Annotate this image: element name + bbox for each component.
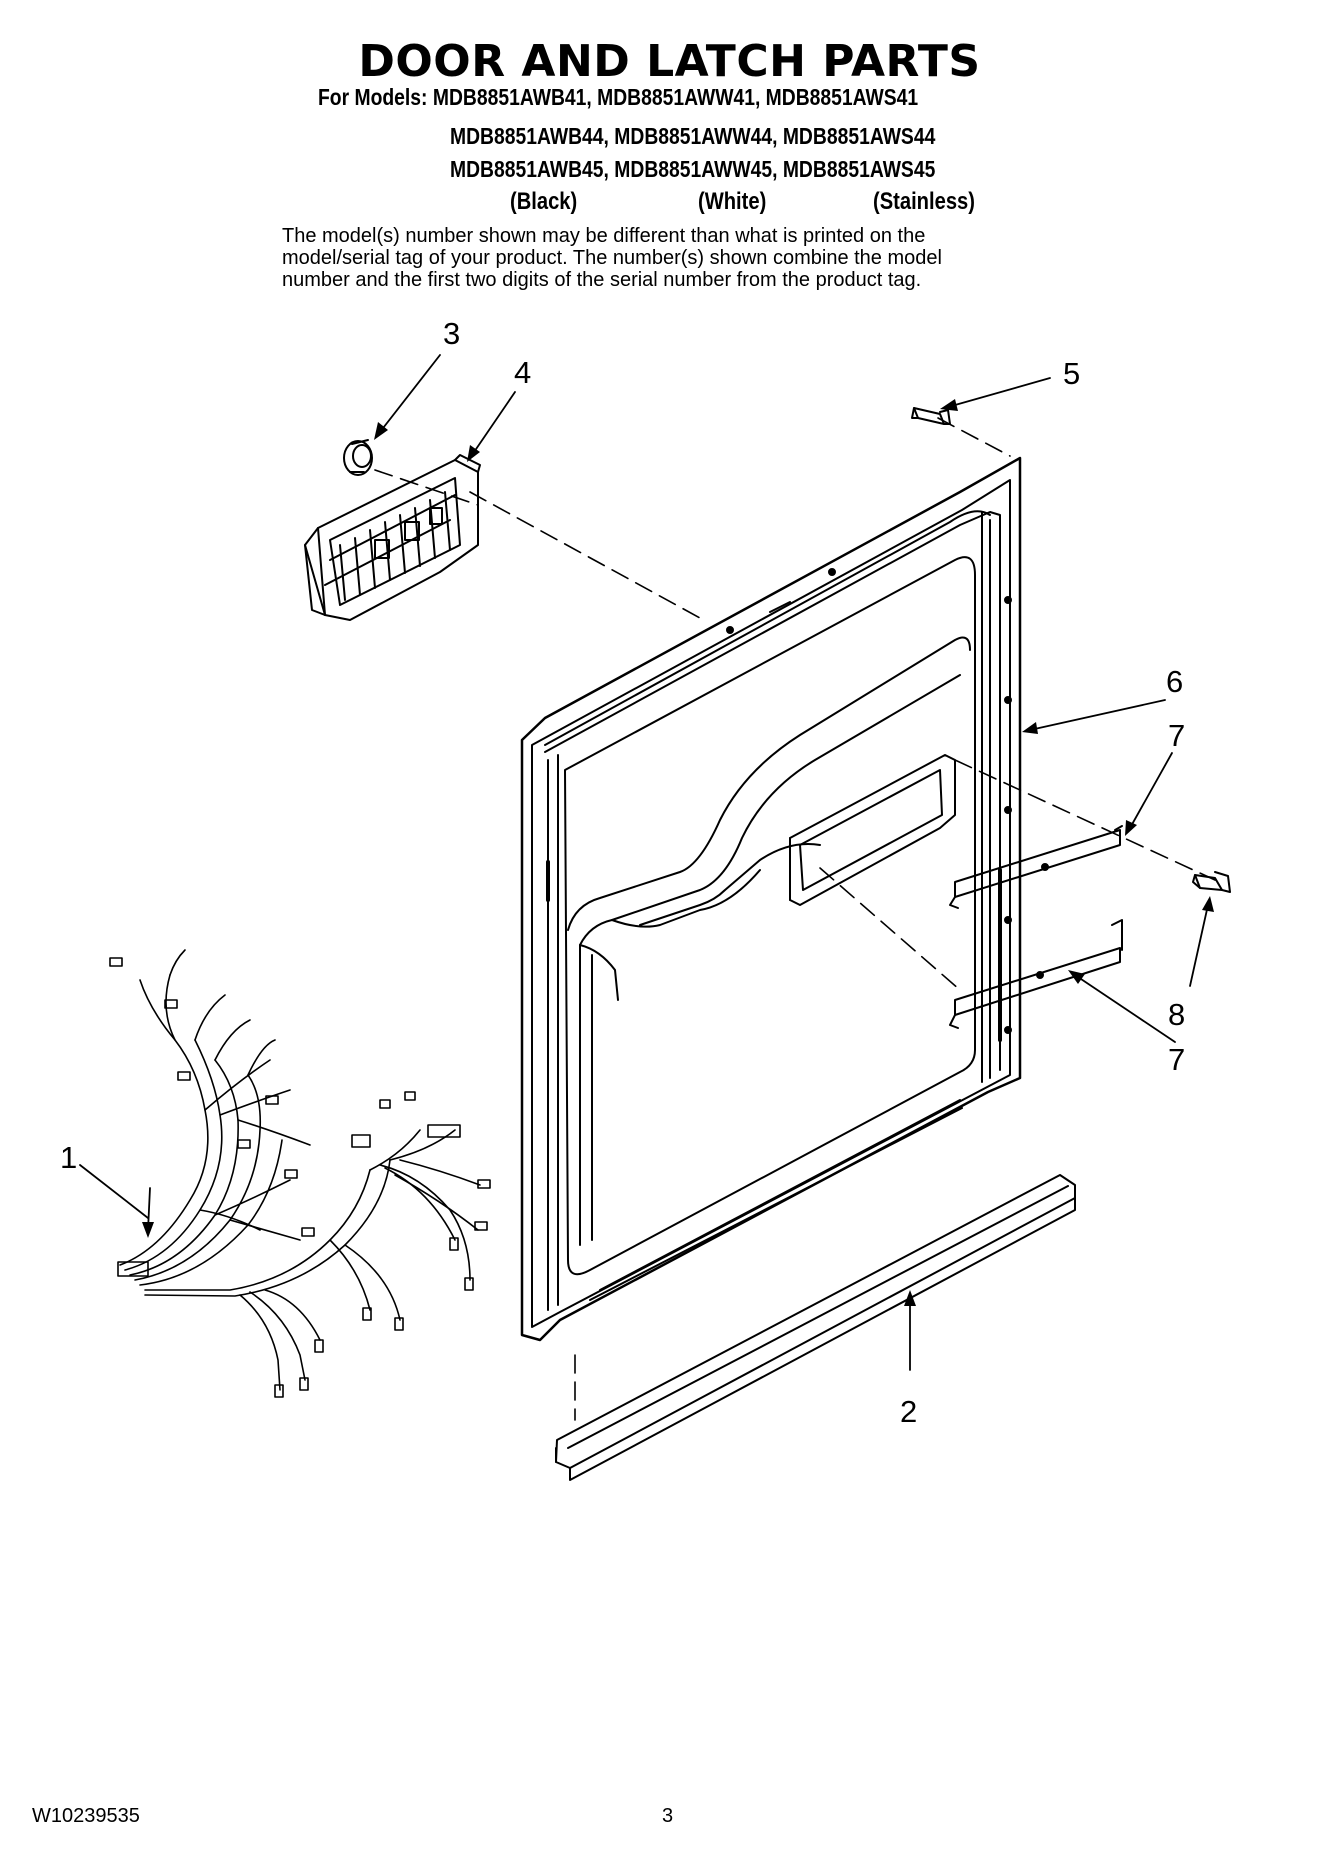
model-note: The model(s) number shown may be differe… (282, 225, 1102, 291)
screw-top (911, 407, 951, 425)
knob-cap (343, 439, 373, 476)
models-line-2: MDB8851AWB44, MDB8851AWW44, MDB8851AWS44 (450, 123, 936, 149)
callout-3: 3 (443, 316, 460, 351)
control-module (304, 454, 481, 621)
color-label-stainless: (Stainless) (873, 188, 975, 215)
callout-7-upper: 7 (1168, 718, 1185, 753)
callout-8: 8 (1168, 997, 1185, 1032)
page-number: 3 (662, 1805, 674, 1827)
bottom-trim-strip (555, 1174, 1076, 1481)
note-line-1: The model(s) number shown may be differe… (282, 225, 926, 247)
latch-bracket-upper (949, 825, 1123, 909)
callout-2: 2 (900, 1394, 917, 1429)
leader-arrowheads (142, 399, 1214, 1306)
callout-4: 4 (514, 355, 531, 390)
callout-6: 6 (1166, 664, 1183, 699)
page-title: DOOR AND LATCH PARTS (358, 36, 981, 87)
callout-labels: 3 4 5 6 7 7 8 1 2 (60, 316, 1185, 1429)
leader-lines (147, 354, 1209, 1371)
wire-harness (109, 949, 491, 1398)
models-line-1: For Models: MDB8851AWB41, MDB8851AWW41, … (318, 84, 919, 110)
callout-5: 5 (1063, 356, 1080, 391)
screw-side (1192, 871, 1231, 893)
note-line-3: number and the first two digits of the s… (282, 269, 922, 291)
models-line-3: MDB8851AWB45, MDB8851AWW45, MDB8851AWS45 (450, 156, 936, 182)
color-label-white: (White) (698, 188, 767, 215)
color-label-black: (Black) (510, 188, 578, 215)
inner-door-panel (520, 456, 1022, 1342)
callout-7-lower: 7 (1168, 1042, 1185, 1077)
guide-lines (374, 417, 1216, 1421)
latch-bracket-lower (949, 919, 1123, 1029)
document-number: W10239535 (32, 1805, 140, 1827)
note-line-2: model/serial tag of your product. The nu… (282, 247, 942, 269)
callout-1: 1 (60, 1140, 77, 1175)
